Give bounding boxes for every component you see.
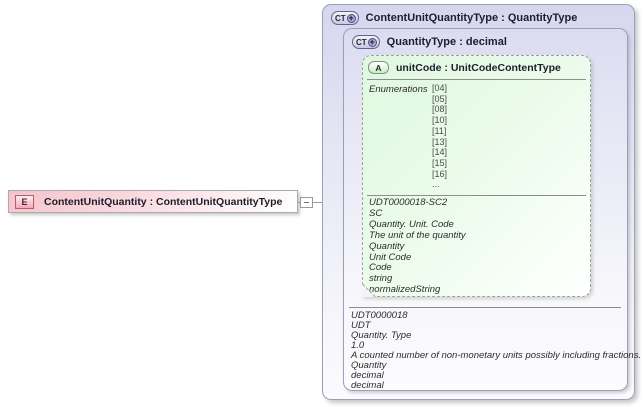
attribute-annotation-divider [367, 195, 586, 197]
annotation-line: decimal [351, 370, 384, 381]
enumeration-value: [14] [432, 147, 448, 158]
element-icon: E [15, 194, 34, 209]
plus-icon: + [367, 37, 377, 47]
element-label: ContentUnitQuantity : ContentUnitQuantit… [44, 195, 283, 208]
enumerations-section: Enumerations [04][05][08][10][11][13][14… [363, 80, 590, 190]
complex-type-icon-letters: CT [356, 37, 367, 47]
annotation-line: The unit of the quantity [369, 229, 466, 241]
complex-type-icon: CT + [352, 35, 380, 49]
annotation-line: UDT0000018 [351, 310, 408, 321]
enumerations-label: Enumerations [369, 84, 428, 95]
enumeration-value: [16] [432, 168, 448, 179]
attribute-title: unitCode : UnitCodeContentType [396, 61, 561, 74]
annotation-line: Code [369, 262, 392, 274]
enumeration-value: [04] [432, 83, 448, 93]
minus-icon [304, 202, 309, 203]
enumeration-value: [10] [432, 115, 448, 126]
annotation-line: UDT0000018-SC2 [369, 197, 448, 209]
enumeration-value: [13] [432, 136, 448, 147]
annotation-line: string [369, 273, 393, 285]
enumeration-value: [08] [432, 104, 448, 115]
collapse-handle[interactable] [300, 197, 313, 208]
annotation-line: Quantity. Type [351, 330, 412, 341]
annotation-line: Quantity [369, 240, 405, 252]
complex-type-box-inner: CT + QuantityType : decimal A unitCode :… [343, 28, 642, 391]
annotation-line: UDT [351, 320, 371, 331]
element-box[interactable]: E ContentUnitQuantity : ContentUnitQuant… [8, 190, 298, 213]
outer-type-header[interactable]: CT + ContentUnitQuantityType : QuantityT… [323, 5, 634, 25]
complex-type-box-outer: CT + ContentUnitQuantityType : QuantityT… [322, 4, 642, 400]
annotation-line: Quantity [351, 360, 387, 371]
complex-type-icon: CT + [331, 11, 359, 25]
enumerations-list: [04][05][08][10][11][13][14][15][16]... [432, 83, 447, 190]
attribute-header[interactable]: A unitCode : UnitCodeContentType [363, 56, 590, 74]
inner-type-header[interactable]: CT + QuantityType : decimal [344, 29, 627, 49]
annotation-line: SC [369, 207, 383, 219]
plus-icon: + [346, 13, 356, 23]
attribute-icon: A [368, 61, 389, 74]
attribute-box: A unitCode : UnitCodeContentType Enumera… [362, 55, 591, 298]
enumeration-value: [05] [432, 93, 448, 104]
complex-type-icon-letters: CT [335, 13, 346, 23]
annotation-line: normalizedString [369, 284, 441, 296]
enumeration-value: ... [432, 179, 440, 190]
annotation-line: Quantity. Unit. Code [369, 218, 454, 230]
annotation-line: A counted number of non-monetary units p… [351, 350, 642, 361]
outer-type-title: ContentUnitQuantityType : QuantityType [365, 12, 578, 24]
inner-type-title: QuantityType : decimal [386, 36, 507, 48]
annotation-line: 1.0 [351, 340, 365, 351]
attribute-header-divider [367, 79, 586, 80]
inner-type-annotation-divider [349, 307, 621, 308]
annotation-line: decimal [351, 380, 384, 391]
enumeration-value: [11] [432, 125, 447, 136]
annotation-line: Unit Code [369, 251, 412, 263]
enumeration-value: [15] [432, 157, 448, 168]
